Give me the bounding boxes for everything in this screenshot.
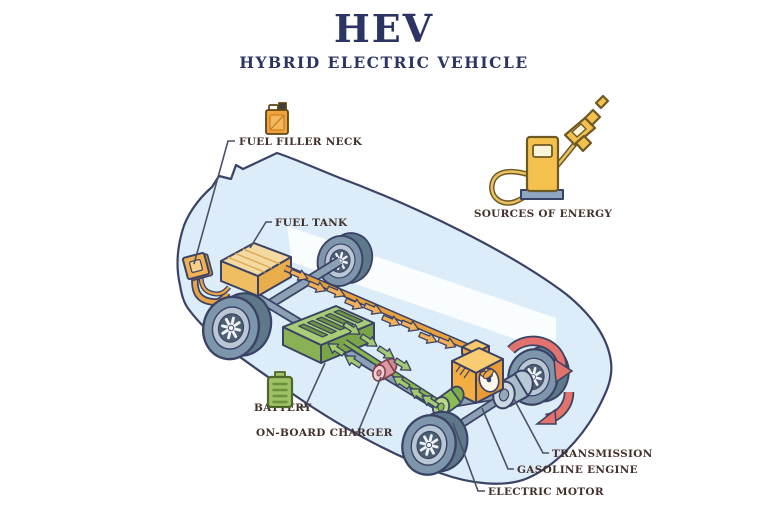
- jerry-can-icon: [265, 102, 289, 135]
- leader-lines: [193, 140, 549, 492]
- label-electric-motor: ELECTRIC MOTOR: [488, 486, 604, 498]
- fuel-tank: [220, 242, 292, 297]
- label-gasoline-engine: GASOLINE ENGINE: [517, 464, 638, 476]
- leader-transmission: [513, 398, 549, 454]
- leader-on-board-charger: [351, 376, 382, 433]
- page-title: HEV: [333, 6, 435, 51]
- leader-battery: [299, 362, 326, 408]
- leader-fuel-tank: [249, 221, 272, 249]
- label-sources-of-energy: SOURCES OF ENERGY: [474, 208, 613, 220]
- label-on-board-charger: ON-BOARD CHARGER: [256, 427, 393, 439]
- label-fuel-tank: FUEL TANK: [275, 217, 348, 229]
- battery-icon: [266, 371, 294, 409]
- leader-gasoline-engine: [481, 407, 514, 470]
- fuel-pump-nozzle-icon: [489, 94, 610, 206]
- label-fuel-filler-neck: FUEL FILLER NECK: [239, 136, 363, 148]
- rotation-arrows: [507, 335, 575, 425]
- leader-fuel-filler-neck: [193, 140, 235, 265]
- page-subtitle: HYBRID ELECTRIC VEHICLE: [239, 53, 529, 72]
- label-transmission: TRANSMISSION: [552, 448, 653, 460]
- leader-electric-motor: [452, 422, 485, 492]
